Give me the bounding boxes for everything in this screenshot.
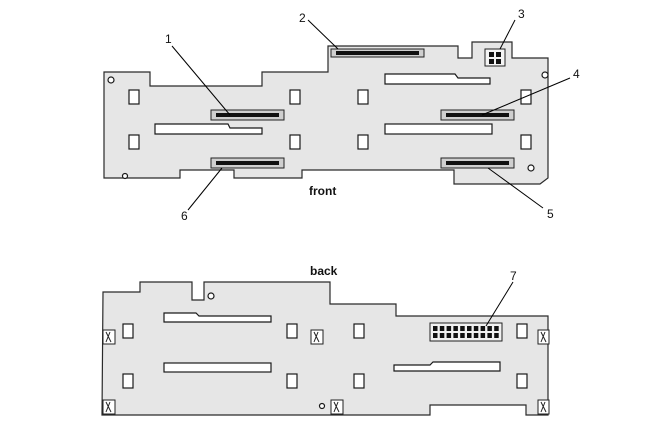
multi-pin-connector-pins <box>433 326 499 338</box>
front-mount-hole-left <box>107 76 115 84</box>
connector-pin <box>453 326 458 331</box>
back-long-slot-top-left <box>163 312 272 323</box>
back-cutout-8 <box>516 373 528 389</box>
back-mount-hole-bottom <box>318 402 326 410</box>
connector-pin <box>487 333 492 338</box>
back-latch-right-bottom <box>537 399 550 415</box>
connector-pin <box>460 326 465 331</box>
back-board <box>101 281 550 416</box>
connector-pin <box>480 326 486 331</box>
back-mount-hole-top <box>207 292 215 300</box>
leader-3 <box>499 19 516 50</box>
callout-7: 7 <box>510 269 517 283</box>
back-latch-left-bottom <box>102 399 116 415</box>
connector-pin <box>473 326 479 331</box>
back-cutout-7 <box>516 323 528 339</box>
front-mount-hole-bottom-left <box>121 172 129 180</box>
front-mount-hole-right-bottom <box>527 164 535 172</box>
back-cutout-3 <box>286 323 298 339</box>
back-cutout-6 <box>353 373 365 389</box>
power-connector <box>484 48 506 67</box>
leader-6 <box>187 167 223 211</box>
back-latch-right-top <box>537 329 550 345</box>
callout-2: 2 <box>299 11 306 25</box>
back-long-slot-bottom-left <box>163 362 272 373</box>
callout-3: 3 <box>518 7 525 21</box>
connector-pin <box>460 333 465 338</box>
connector-pin <box>446 333 452 338</box>
drive-connector-1 <box>210 109 285 121</box>
back-latch-left-top <box>102 329 116 345</box>
connector-pin <box>446 326 452 331</box>
connector-pin <box>480 333 486 338</box>
back-cutout-4 <box>286 373 298 389</box>
back-caption: back <box>310 264 338 278</box>
drive-connector-6 <box>210 157 285 169</box>
connector-pin <box>433 326 438 331</box>
front-cutout-6 <box>357 134 369 150</box>
connector-pin <box>439 326 445 331</box>
front-long-slot-left <box>154 123 263 135</box>
connector-pin <box>433 333 438 338</box>
callout-6: 6 <box>181 209 188 223</box>
front-long-slot-top-right <box>384 73 491 85</box>
leader-7 <box>485 281 514 327</box>
callout-1: 1 <box>165 32 172 46</box>
connector-pin <box>473 333 479 338</box>
front-cutout-5 <box>357 89 369 105</box>
connector-pin <box>487 326 492 331</box>
connector-pin <box>467 333 472 338</box>
leader-2 <box>307 19 339 50</box>
back-cutout-2 <box>122 373 134 389</box>
back-board-outline <box>101 281 549 416</box>
back-latch-mid-top <box>310 329 324 345</box>
back-long-slot-bottom-right <box>393 361 501 372</box>
connector-pin <box>494 326 499 331</box>
back-latch-mid-bottom <box>330 399 344 415</box>
front-cutout-4 <box>289 134 301 150</box>
front-cutout-2 <box>128 134 140 150</box>
front-cutout-1 <box>128 89 140 105</box>
callout-5: 5 <box>547 207 554 221</box>
callout-4: 4 <box>573 67 580 81</box>
leader-4 <box>481 77 571 116</box>
front-mount-hole-right-top <box>541 71 549 79</box>
connector-pin <box>439 333 445 338</box>
drive-connector-4 <box>440 109 515 121</box>
drive-connector-5 <box>440 157 515 169</box>
connector-pin <box>494 333 499 338</box>
leader-5 <box>487 167 544 209</box>
backplane-signal-connector <box>330 48 425 58</box>
leader-1 <box>171 45 231 116</box>
front-cutout-8 <box>520 134 532 150</box>
front-cutout-3 <box>289 89 301 105</box>
front-board <box>103 41 549 185</box>
connector-pin <box>453 333 458 338</box>
multi-pin-connector <box>429 322 503 342</box>
connector-pin <box>467 326 472 331</box>
front-long-slot-mid-right <box>384 123 493 135</box>
front-caption: front <box>309 184 336 198</box>
back-cutout-1 <box>122 323 134 339</box>
back-cutout-5 <box>353 323 365 339</box>
